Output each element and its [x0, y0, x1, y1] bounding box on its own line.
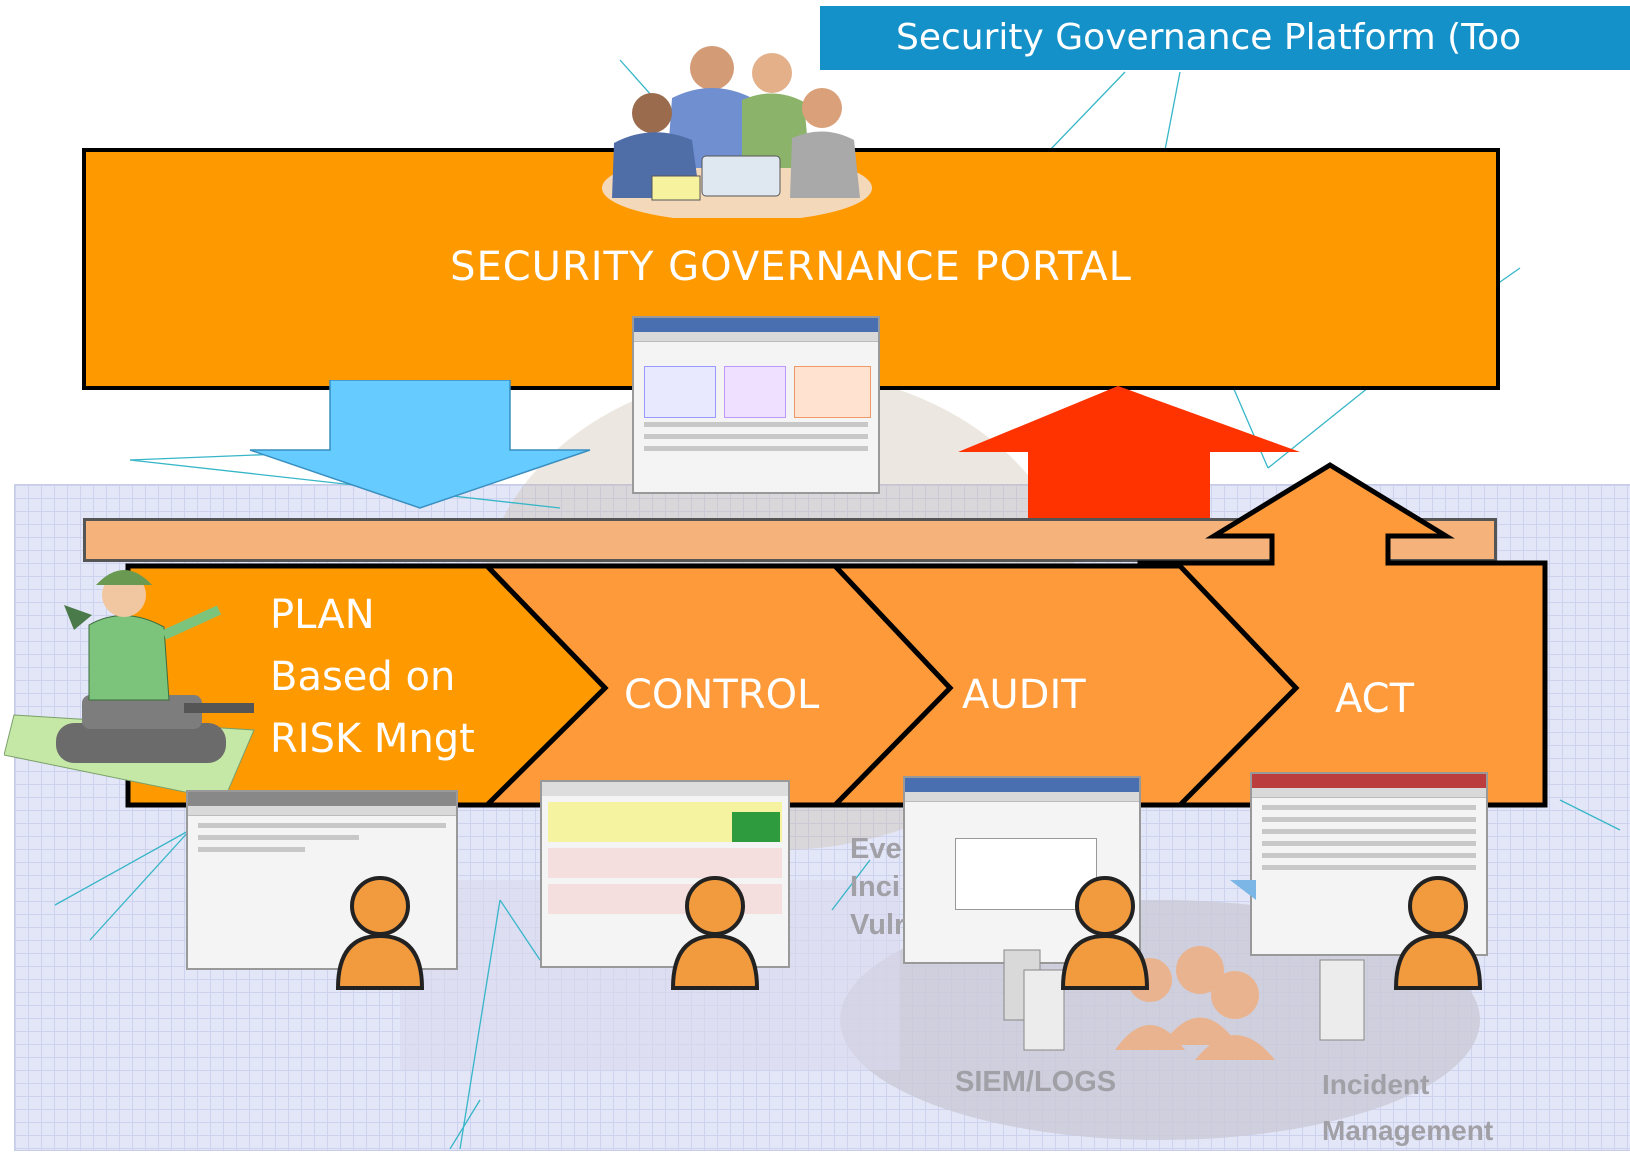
server-cluster: [1003, 946, 1365, 1060]
tan-band: [83, 518, 1497, 562]
phase-audit-label: AUDIT: [962, 672, 1086, 718]
user-icon: [335, 876, 425, 990]
siem-label: SIEM/LOGS: [955, 1066, 1117, 1098]
portal-title: SECURITY GOVERNANCE PORTAL: [450, 244, 1132, 290]
user-icon: [670, 876, 760, 990]
phase-plan-label: PLAN Based on RISK Mngt: [270, 584, 475, 770]
control-screenshot: [540, 780, 790, 968]
partial-label-stack: Eve Inci Vulr: [850, 830, 905, 944]
platform-banner: Security Governance Platform (Too: [820, 6, 1630, 70]
user-icon: [1393, 876, 1483, 990]
down-arrow: [249, 380, 591, 509]
phase-plan-line: RISK Mngt: [270, 716, 475, 762]
up-arrow: [958, 386, 1300, 522]
people-group-icon: [1115, 946, 1275, 1060]
server-icon: [1003, 949, 1065, 1051]
soldier-tank-clipart-icon: [4, 570, 255, 801]
server-icon: [1319, 959, 1365, 1041]
incident-label: Incident Management: [1322, 1062, 1493, 1154]
user-icon: [1060, 876, 1150, 990]
partial-label-line: Vulr: [850, 909, 906, 941]
partial-label-line: Inci: [850, 871, 900, 903]
partial-label-line: Eve: [850, 833, 902, 865]
label-clip: [903, 826, 907, 966]
phase-plan-line: Based on: [270, 654, 456, 700]
phase-control-label: CONTROL: [624, 672, 820, 718]
portal-screenshot: [632, 316, 880, 494]
incident-label-line: Management: [1322, 1115, 1494, 1146]
plan-screenshot: [186, 790, 458, 970]
pointer-triangle: [1230, 880, 1256, 900]
phase-plan-line: PLAN: [270, 592, 375, 638]
team-clipart-icon: [602, 46, 872, 218]
incident-label-line: Incident: [1322, 1069, 1430, 1100]
phase-act-label: ACT: [1335, 676, 1415, 722]
